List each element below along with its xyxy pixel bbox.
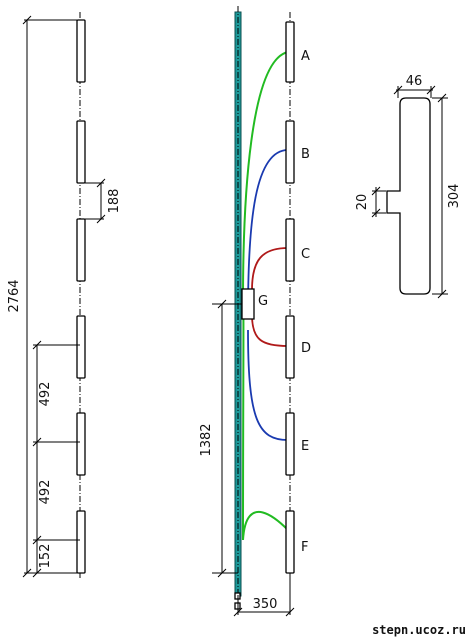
cable-b [247, 149, 289, 316]
left-elements [76, 19, 86, 574]
tick [426, 85, 436, 95]
element-detail: 46 304 20 [355, 74, 462, 299]
left-element-4 [76, 315, 86, 379]
cable-a [242, 51, 289, 301]
cable-d [251, 314, 289, 347]
element-b [285, 120, 295, 184]
element-d [285, 315, 295, 379]
dim-bottom-label: 152 [38, 544, 53, 569]
tick [22, 568, 32, 578]
cable-e [247, 329, 289, 441]
label-e: E [301, 439, 309, 454]
label-f: F [301, 540, 308, 555]
tick [32, 568, 42, 578]
element-a [285, 21, 295, 83]
left-view: 2764 492 492 152 188 [7, 12, 122, 578]
dim-gap-label: 188 [107, 189, 122, 214]
tick [371, 208, 381, 218]
element-c [285, 218, 295, 282]
cable-f [242, 511, 289, 541]
element-e [285, 412, 295, 476]
dim-width-label: 46 [406, 74, 423, 89]
label-g: G [258, 294, 268, 309]
tick [285, 607, 295, 617]
tick [32, 535, 42, 545]
left-element-2 [76, 120, 86, 184]
tick [32, 340, 42, 350]
watermark[interactable]: stepn.ucoz.ru [372, 623, 466, 637]
tick [32, 437, 42, 447]
left-element-5 [76, 412, 86, 476]
element-detail-shape [386, 97, 431, 295]
label-a: A [301, 49, 310, 64]
element-f [285, 510, 295, 574]
feed-box-g [241, 288, 255, 320]
tick [22, 15, 32, 25]
dim-feed-label: 1382 [199, 423, 214, 456]
dim-spacing-1-label: 492 [38, 382, 53, 407]
tick [96, 214, 106, 224]
dim-feed-spacing-label: 350 [253, 597, 278, 612]
tick [217, 568, 227, 578]
label-b: B [301, 147, 310, 162]
left-element-6 [76, 510, 86, 574]
tick [371, 186, 381, 196]
tick [233, 607, 243, 617]
dim-stub-label: 20 [355, 194, 370, 211]
left-element-3 [76, 218, 86, 282]
dim-total-label: 2764 [7, 279, 22, 312]
label-c: C [301, 247, 310, 262]
cable-c [251, 247, 289, 291]
label-d: D [301, 341, 311, 356]
middle-elements [285, 21, 295, 574]
tick [96, 178, 106, 188]
tick [437, 93, 447, 103]
left-element-1 [76, 19, 86, 83]
tick [393, 85, 403, 95]
dim-height-label: 304 [447, 184, 462, 209]
tick [437, 289, 447, 299]
middle-view: A B C D E F G 1382 350 [199, 6, 311, 617]
dim-spacing-2-label: 492 [38, 480, 53, 505]
tick [217, 299, 227, 309]
